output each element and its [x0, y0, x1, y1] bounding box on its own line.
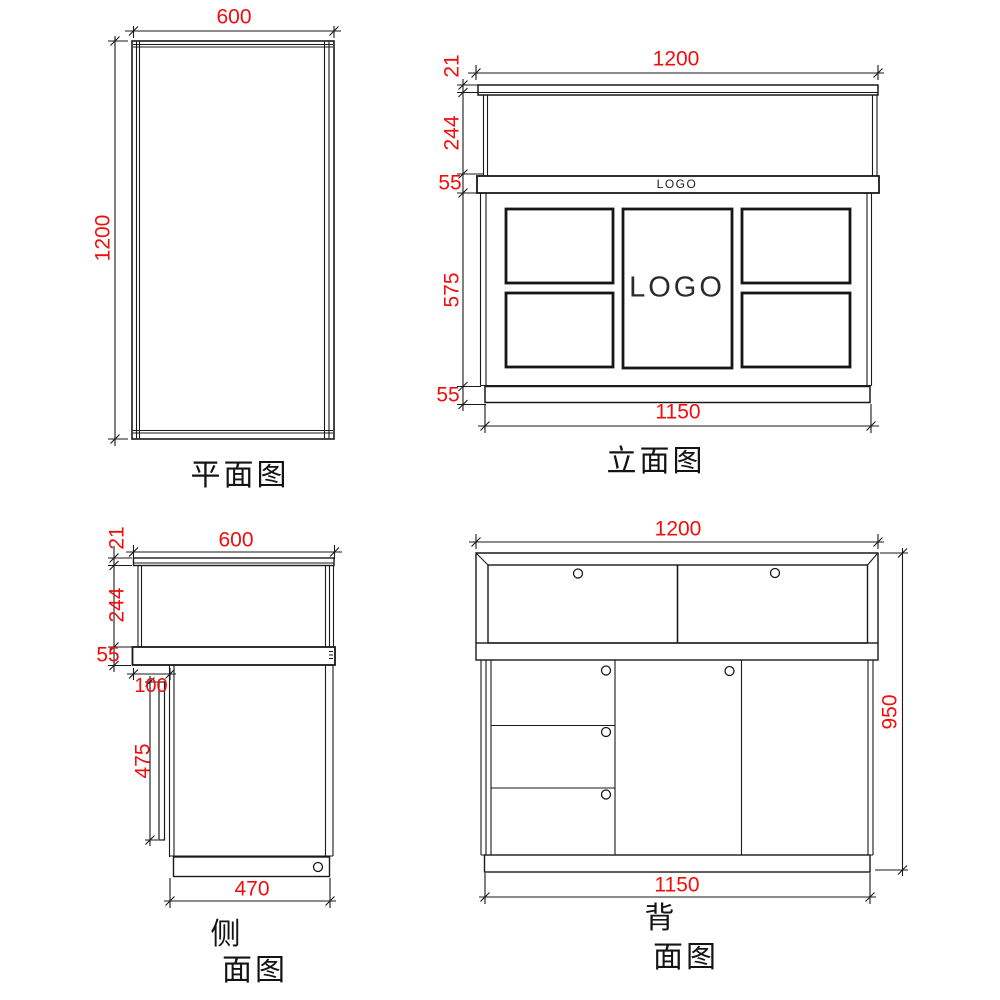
elev-panel-right-bottom: [740, 291, 852, 369]
elev-panel-right-top: [740, 207, 852, 285]
elev-panel-left-bottom: [504, 291, 615, 369]
elev-dim-base-ticks: [480, 421, 876, 431]
back-showcase-outer: [475, 552, 879, 643]
plan-dim-depth-line: [108, 36, 128, 446]
elev-dim-glass-label: 244: [440, 115, 464, 151]
elev-dim-base-width-label: 1150: [655, 400, 701, 424]
side-dim-door-ticks: [145, 677, 155, 845]
elev-dim-body-label: 575: [440, 272, 464, 308]
elev-glass-frame-lines: [482, 95, 878, 176]
elevation-view: [457, 65, 884, 433]
elev-panel-center-logo: [621, 207, 734, 370]
back-view: [469, 534, 908, 904]
elev-dim-width-ticks: [471, 68, 883, 78]
elev-dim-extension-lines: [457, 84, 486, 406]
side-dim-extension-lines: [108, 557, 137, 667]
plan-dim-width-label: 600: [216, 5, 252, 29]
plan-countertop-outline: [131, 40, 335, 440]
elev-panel-logo-text: LOGO: [629, 271, 725, 304]
back-middle-band: [475, 642, 879, 661]
plan-dim-width-line: [125, 26, 341, 38]
side-glass-frame-lines: [137, 565, 335, 647]
elev-countertop: [477, 84, 879, 96]
back-dim-width-label: 1200: [654, 517, 702, 541]
elev-dim-base-line: [478, 404, 879, 433]
elev-dim-band-label: 55: [438, 171, 462, 195]
side-band-hinge-marks: [329, 650, 333, 660]
side-dim-base-width-label: 470: [234, 877, 270, 901]
side-base-hole: [312, 861, 324, 873]
side-dim-offset-label: 100: [134, 675, 168, 697]
side-dim-top-label: 21: [105, 526, 129, 550]
back-slider-finger-hole-right: [769, 567, 781, 579]
elev-dim-top-label: 21: [440, 54, 464, 78]
plan-view: [108, 26, 341, 446]
back-slider-finger-hole-left: [572, 568, 584, 579]
plan-bottom-frame-lines: [133, 429, 333, 434]
elevation-view-title: 立面图: [606, 445, 706, 478]
back-drawer1-hole: [600, 665, 612, 676]
side-base: [172, 856, 331, 878]
side-dim-band-label: 55: [96, 643, 120, 667]
back-door-hole: [724, 665, 735, 677]
plan-dim-depth-ticks: [110, 36, 120, 444]
side-view: [108, 545, 342, 908]
back-base: [483, 854, 871, 873]
plan-dim-depth-label: 1200: [91, 214, 115, 262]
back-dim-base-line: [479, 873, 876, 904]
side-dim-width-ticks: [128, 547, 340, 557]
back-dim-height-label: 950: [878, 694, 902, 730]
elev-dim-base-height-label: 55: [436, 383, 460, 407]
back-view-title-line1: 背: [644, 902, 678, 935]
plan-left-frame-lines: [135, 41, 141, 439]
elev-logo-band: [476, 175, 880, 194]
side-view-title-line1: 侧: [210, 918, 244, 951]
elev-band-logo-text: LOGO: [656, 177, 698, 191]
elev-dim-width-label: 1200: [652, 47, 700, 71]
side-door-front-panel: [158, 681, 166, 841]
plan-dim-width-ticks: [128, 26, 339, 36]
plan-view-title: 平面图: [190, 459, 290, 492]
elev-door-panels: [504, 207, 852, 370]
elev-panel-left-top: [504, 207, 615, 285]
side-dim-door-line: [145, 676, 158, 846]
side-countertop: [132, 557, 335, 567]
side-logo-band: [131, 646, 336, 666]
back-dim-base-ticks: [480, 892, 875, 902]
side-cabinet-body-lines: [168, 665, 334, 857]
side-dim-door-label: 475: [131, 743, 155, 779]
back-frame-miter-lines: [476, 553, 878, 566]
plan-right-frame-lines: [323, 41, 330, 439]
back-dim-base-width-label: 1150: [654, 873, 700, 897]
side-dim-base-ticks: [165, 896, 335, 906]
side-dim-glass-label: 244: [105, 587, 129, 623]
back-drawer3-hole: [600, 789, 612, 800]
side-dim-base-line: [164, 878, 336, 908]
side-view-title-line2: 面图: [222, 954, 288, 987]
back-drawer2-hole: [600, 726, 612, 738]
side-dim-width-label: 600: [218, 528, 254, 552]
elev-body-lines: [479, 193, 873, 387]
elev-base: [484, 385, 871, 404]
plan-top-frame-lines: [133, 43, 333, 48]
back-dim-width-ticks: [471, 537, 883, 547]
back-lower-body-lines: [480, 660, 874, 856]
back-view-title-line2: 面图: [653, 941, 719, 974]
back-dim-height-ticks: [897, 548, 908, 875]
